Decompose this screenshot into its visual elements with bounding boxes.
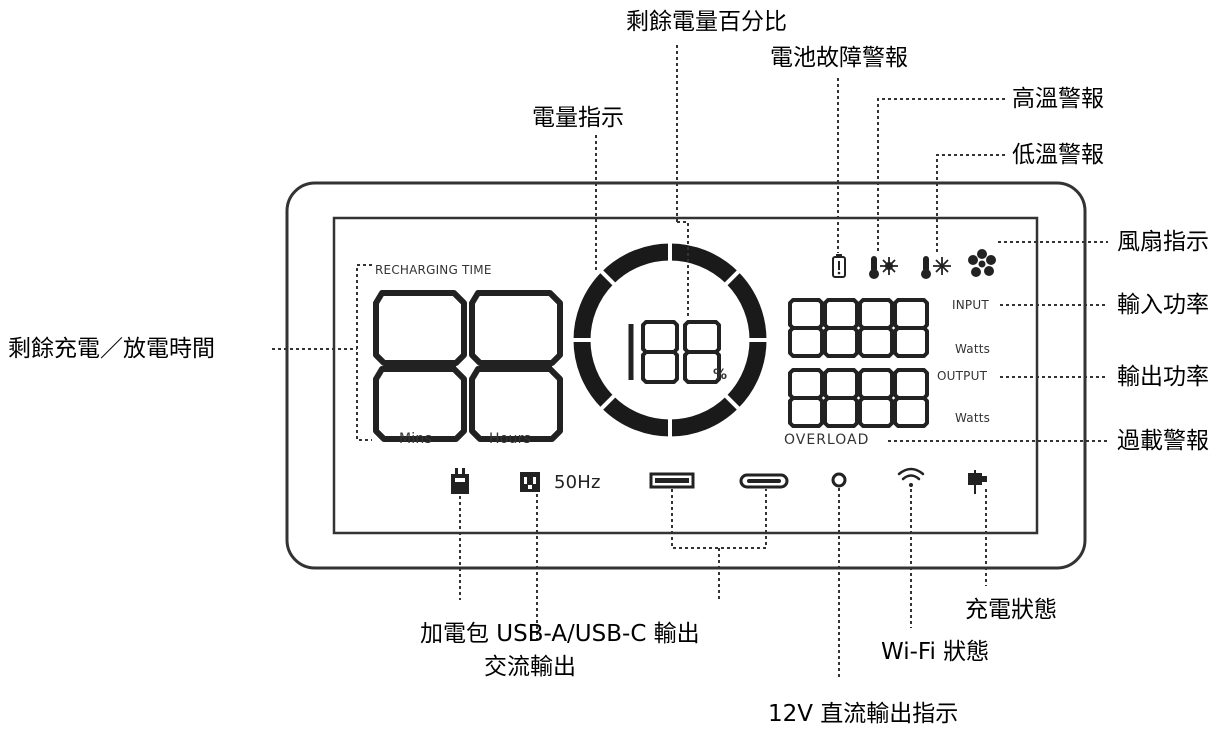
callout-output-power: 輸出功率 <box>1117 364 1209 390</box>
input-label: INPUT <box>952 298 989 312</box>
time-bracket <box>356 264 372 441</box>
callout-low-temp: 低溫警報 <box>1012 142 1104 168</box>
percent-digits <box>628 320 721 384</box>
callout-fan: 風扇指示 <box>1117 229 1209 255</box>
percent-sign: % <box>713 367 728 383</box>
frequency-label: 50Hz <box>554 472 601 493</box>
output-power-digits <box>788 368 929 428</box>
time-digit-mins <box>373 290 467 442</box>
extra-battery-icon <box>451 468 469 494</box>
recharging-time-label: RECHARGING TIME <box>375 263 492 277</box>
battery-level-ring <box>570 240 770 440</box>
usb-c-icon <box>739 473 789 489</box>
usb-a-icon <box>649 472 695 489</box>
fan-icon <box>968 249 996 277</box>
callout-extra-battery-usb: 加電包 USB-A/USB-C 輸出 <box>420 621 700 647</box>
device-frame <box>285 181 1087 570</box>
input-power-digits <box>788 298 929 358</box>
watts-input-label: Watts <box>955 342 991 356</box>
battery-fault-icon <box>832 254 846 278</box>
callout-level-indicator: 電量指示 <box>532 105 624 131</box>
overload-label: OVERLOAD <box>784 432 870 448</box>
mins-label: Mins <box>399 431 432 447</box>
callout-wifi-status: Wi-Fi 狀態 <box>881 639 990 665</box>
callout-remaining-time: 剩餘充電／放電時間 <box>8 336 215 362</box>
time-digit-hours <box>469 290 563 442</box>
callout-dc-output: 12V 直流輸出指示 <box>768 701 959 727</box>
wifi-icon <box>897 467 925 487</box>
callout-overload: 過載警報 <box>1117 428 1209 454</box>
charging-icon <box>968 470 987 494</box>
callout-battery-percent: 剩餘電量百分比 <box>626 9 787 35</box>
callout-battery-fault: 電池故障警報 <box>770 45 908 71</box>
hours-label: Hours <box>489 431 532 447</box>
callout-ac-output: 交流輸出 <box>484 654 576 680</box>
callout-charging-status: 充電狀態 <box>965 597 1057 623</box>
dc-port-icon <box>831 472 847 488</box>
leader-lines <box>272 45 1108 680</box>
low-temp-icon <box>921 256 951 279</box>
ac-outlet-icon <box>520 472 540 492</box>
high-temp-icon <box>869 256 898 279</box>
callout-input-power: 輸入功率 <box>1117 292 1209 318</box>
output-label: OUTPUT <box>937 369 988 383</box>
callout-high-temp: 高溫警報 <box>1012 86 1104 112</box>
lcd-screen <box>332 216 1039 535</box>
watts-output-label: Watts <box>955 411 991 425</box>
